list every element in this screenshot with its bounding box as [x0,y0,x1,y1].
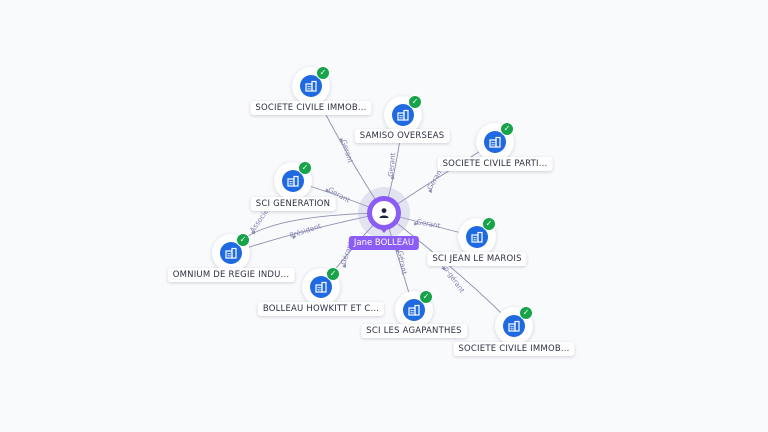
edge-arrow-icon [441,266,446,271]
edge-label: Co-gérant [439,261,466,294]
building-icon [310,276,332,298]
edge-arrow-icon [413,221,419,226]
edge-label: Gerant [387,152,397,177]
edge-label: Gerant [416,218,441,230]
company-node-jean-le-marois[interactable]: ✓ [458,217,496,256]
company-node-civile-immob-2[interactable]: ✓ [495,306,533,345]
company-node-civile-immob-1[interactable]: ✓ [292,66,330,105]
building-icon [503,315,525,337]
company-node-omnium[interactable]: ✓ [212,233,250,272]
company-node-generation[interactable]: ✓ [274,161,312,200]
verified-check-icon: ✓ [326,267,340,281]
company-label-bolleau-howkitt[interactable]: BOLLEAU HOWKITT ET C... [257,302,385,316]
person-label[interactable]: Jane BOLLEAU [348,236,420,250]
verified-check-icon: ✓ [408,95,422,109]
company-label-jean-le-marois[interactable]: SCI JEAN LE MAROIS [427,252,527,266]
company-label-samiso[interactable]: SAMISO OVERSEAS [354,129,450,143]
building-icon [300,75,322,97]
building-icon [466,226,488,248]
company-node-bolleau-howkitt[interactable]: ✓ [302,267,340,306]
building-icon [403,299,425,321]
edge-label: Gérant [396,250,408,275]
edge-arrow-icon [428,188,432,194]
edge-arrow-icon [338,138,343,143]
edge-arrow-icon [390,174,395,180]
company-node-civile-parti[interactable]: ✓ [476,122,514,161]
verified-check-icon: ✓ [298,161,312,175]
company-label-civile-parti[interactable]: SOCIETE CIVILE PARTI... [437,157,553,171]
verified-check-icon: ✓ [419,290,433,304]
edge-arrow-icon [324,188,330,192]
company-label-generation[interactable]: SCI GENERATION [250,197,336,211]
building-icon [484,131,506,153]
company-label-civile-immob-1[interactable]: SOCIETE CIVILE IMMOB... [250,101,372,115]
verified-check-icon: ✓ [482,217,496,231]
company-label-agapanthes[interactable]: SCI LES AGAPANTHES [361,324,467,338]
verified-check-icon: ✓ [500,122,514,136]
edge-arrow-icon [292,235,297,240]
edge-label: Président [289,222,323,240]
edge-arrow-icon [342,263,347,268]
company-label-omnium[interactable]: OMNIUM DE REGIE INDU... [167,268,295,282]
verified-check-icon: ✓ [236,233,250,247]
verified-check-icon: ✓ [316,66,330,80]
verified-check-icon: ✓ [519,306,533,320]
building-icon [392,104,414,126]
building-icon [282,170,304,192]
company-label-civile-immob-2[interactable]: SOCIETE CIVILE IMMOB... [453,342,575,356]
edge-arrow-icon [251,230,256,235]
company-node-agapanthes[interactable]: ✓ [395,290,433,329]
building-icon [220,242,242,264]
edge-label: Gerant [339,139,354,165]
company-node-samiso[interactable]: ✓ [384,95,422,134]
person-icon [372,201,396,225]
person-node[interactable] [358,187,410,239]
